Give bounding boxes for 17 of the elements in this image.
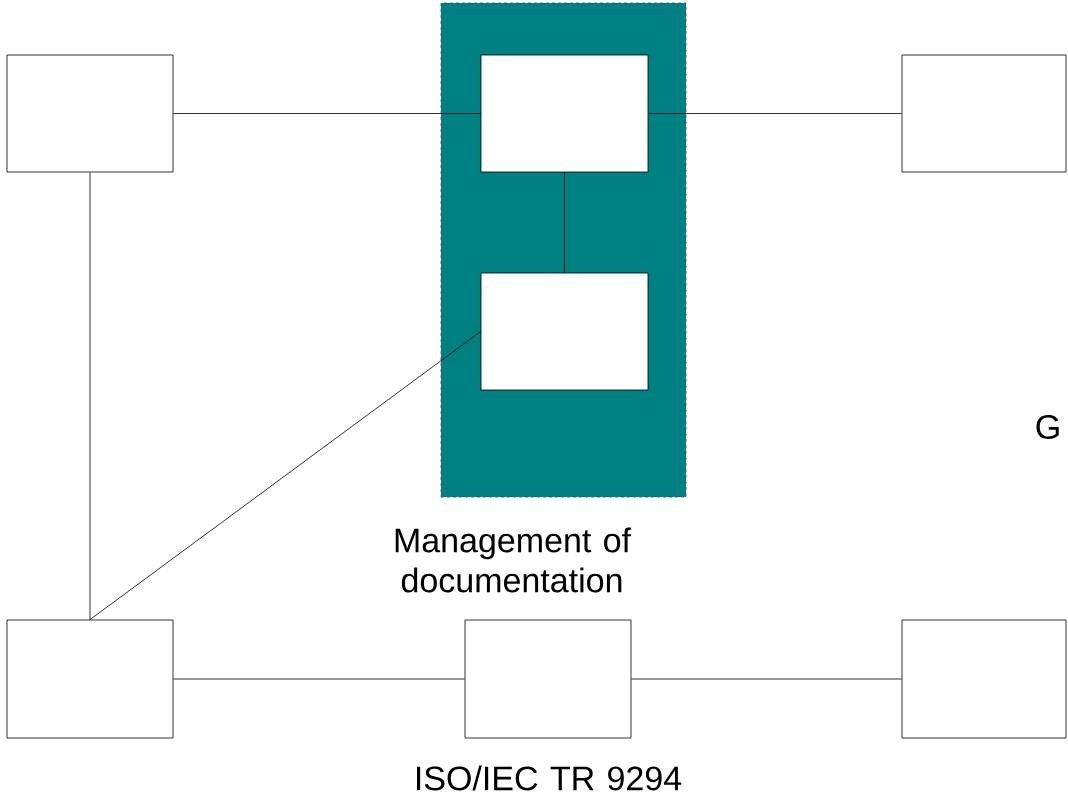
box [901,619,1067,739]
box [6,54,174,173]
box [480,54,649,173]
box [480,272,649,391]
connector-line [89,331,481,620]
connector-line [648,113,902,114]
box [464,619,632,739]
caption-text: Management of documentation [395,527,632,593]
connector-line [564,172,565,273]
box [6,619,174,739]
connector-line [173,113,481,114]
connector-line [631,678,902,680]
caption-text: ISO/IEC TR 9294 [417,765,682,791]
box [901,54,1067,173]
connector-line [173,678,465,680]
label-text: G [1036,414,1059,440]
connector-line [89,172,91,620]
